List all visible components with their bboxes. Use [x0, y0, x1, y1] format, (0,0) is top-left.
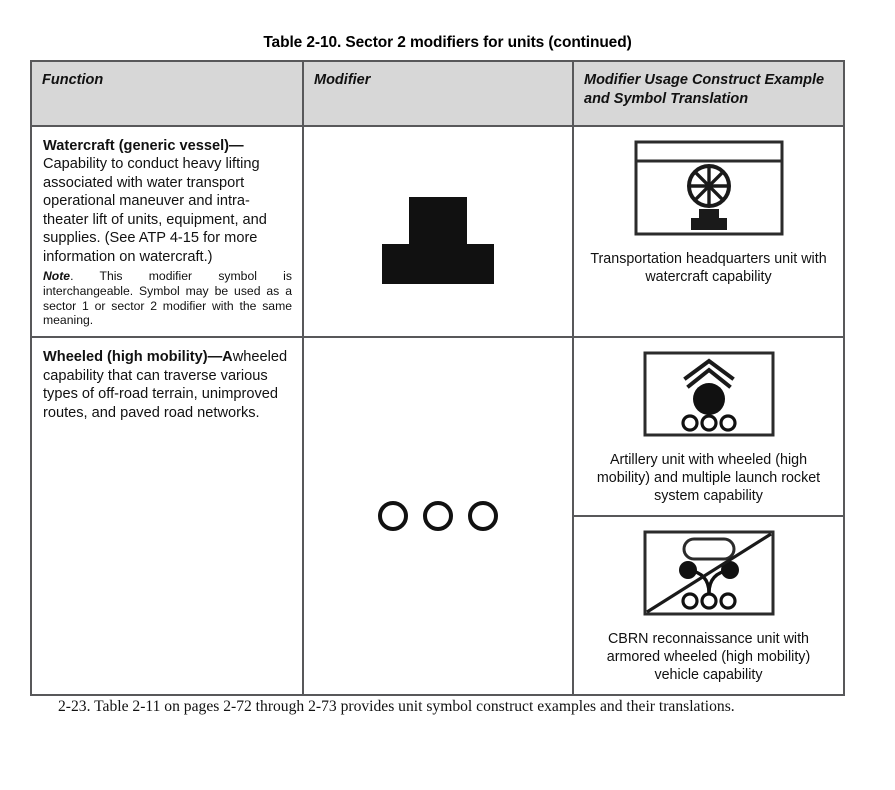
- function-description: Wheeled (high mobility)—Awheeled capabil…: [43, 348, 292, 422]
- modifiers-table: Function Modifier Modifier Usage Constru…: [30, 60, 845, 697]
- footer-paragraph: 2-23. Table 2-11 on pages 2-72 through 2…: [58, 698, 735, 715]
- usage-example-caption: Artillery unit with wheeled (high mobili…: [596, 452, 821, 505]
- artillery-mlrs-wheeled-icon: [642, 350, 776, 443]
- header-label-modifier: Modifier: [314, 72, 371, 88]
- header-cell-usage: Modifier Usage Construct Example and Sym…: [574, 62, 843, 125]
- usage-example: CBRN reconnaissance unit with armored wh…: [574, 515, 843, 694]
- usage-cell-watercraft: Transportation headquarters unit with wa…: [574, 127, 843, 336]
- wheel-circle-icon: [423, 501, 453, 532]
- table-row: Wheeled (high mobility)—Awheeled capabil…: [32, 338, 843, 695]
- table-row: Watercraft (generic vessel)— Capability t…: [32, 127, 843, 339]
- usage-example: Transportation headquarters unit with wa…: [574, 127, 843, 296]
- function-description: Watercraft (generic vessel)— Capability t…: [43, 137, 292, 266]
- wheel-circle-icon: [378, 501, 408, 532]
- wheel-circle-icon: [468, 501, 498, 532]
- transportation-headquarters-watercraft-icon: [633, 139, 785, 242]
- header-label-function: Function: [42, 72, 104, 88]
- table-header-row: Function Modifier Modifier Usage Constru…: [32, 62, 843, 127]
- function-cell-watercraft: Watercraft (generic vessel)— Capability t…: [32, 127, 304, 337]
- function-body: Capability to conduct heavy lifting asso…: [43, 156, 267, 265]
- function-cell-wheeled: Wheeled (high mobility)—Awheeled capabil…: [32, 338, 304, 695]
- usage-example-caption: Transportation headquarters unit with wa…: [590, 251, 827, 285]
- usage-cell-wheeled: Artillery unit with wheeled (high mobili…: [574, 338, 843, 694]
- usage-example-caption: CBRN reconnaissance unit with armored wh…: [606, 631, 811, 684]
- modifier-cell-wheeled: [304, 338, 574, 695]
- function-title: Watercraft (generic vessel)—: [43, 138, 244, 154]
- three-wheels-icon: [378, 501, 498, 532]
- note-label: Note: [43, 269, 71, 284]
- note-body: . This modifier symbol is interchangeabl…: [43, 269, 292, 328]
- table-caption: Table 2-10. Sector 2 modifiers for units…: [263, 34, 632, 51]
- usage-example: Artillery unit with wheeled (high mobili…: [574, 338, 843, 515]
- function-note: Note. This modifier symbol is interchang…: [43, 269, 292, 328]
- watercraft-generic-vessel-icon: [382, 197, 494, 285]
- function-title: Wheeled (high mobility)—A: [43, 349, 233, 366]
- header-cell-modifier: Modifier: [304, 62, 574, 125]
- modifier-cell-watercraft: [304, 127, 574, 337]
- watercraft-superstructure-shape: [409, 197, 467, 247]
- cbrn-recon-armored-wheeled-icon: [642, 529, 776, 622]
- function-body: wheeled capability that can traverse var…: [43, 349, 288, 421]
- header-cell-function: Function: [32, 62, 304, 125]
- watercraft-hull-shape: [382, 244, 494, 285]
- header-label-usage: Modifier Usage Construct Example and Sym…: [584, 72, 825, 108]
